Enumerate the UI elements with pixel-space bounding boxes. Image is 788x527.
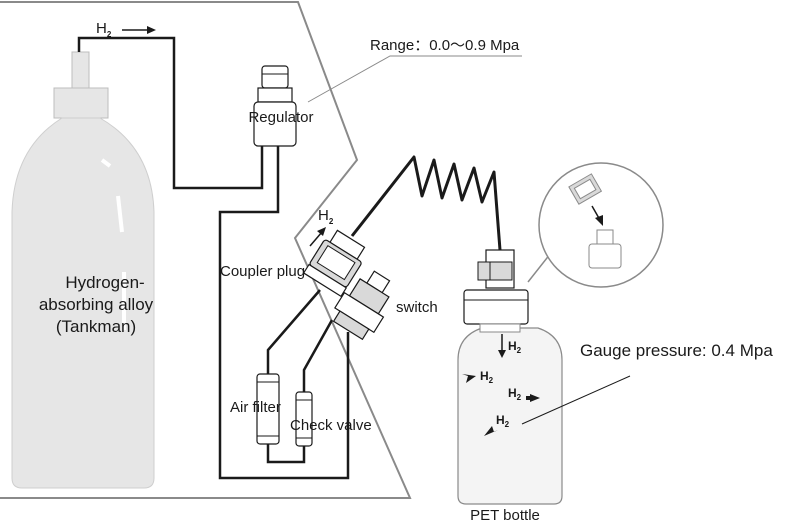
tank-label-line3: (Tankman) — [56, 317, 136, 336]
range-leader-line — [307, 55, 522, 103]
check-valve — [295, 391, 313, 447]
switch-valve — [332, 270, 391, 341]
h2-bottle-arrow-right-stem — [526, 396, 531, 400]
tube-switch-to-checkvalve — [302, 319, 334, 392]
tank-label-line1: Hydrogen- — [65, 273, 144, 292]
check-valve-label: Check valve — [290, 417, 372, 434]
zoom-bubble — [527, 162, 664, 288]
tube-filter-to-valve — [266, 444, 306, 464]
gauge-leader-line — [521, 375, 631, 425]
h2-coupler-arrowhead — [317, 227, 326, 236]
tube-regulator-to-switch — [218, 146, 350, 480]
h2-top-label: H2 — [96, 20, 112, 39]
tank-label-line2: absorbing alloy — [39, 295, 154, 314]
air-filter — [256, 373, 280, 445]
coupler-plug-label: Coupler plug — [220, 263, 305, 280]
switch-label: switch — [396, 299, 438, 316]
range-label: Range：0.0〜0.9 Mpa — [370, 37, 520, 54]
h2-coupler-label: H2 — [318, 207, 334, 226]
coupler-plug — [302, 229, 366, 298]
cabinet-outline — [0, 0, 412, 499]
regulator-label: Regulator — [248, 109, 313, 126]
h2-bottle-label-b: H2 — [480, 369, 494, 385]
h2-bottle-label-a: H2 — [508, 339, 522, 355]
air-filter-label: Air filter — [230, 399, 281, 416]
tube-coupler-to-airfilter — [266, 289, 321, 374]
regulator — [253, 65, 297, 147]
h2-bottle-label-c: H2 — [508, 386, 522, 402]
pet-bottle-label: PET bottle — [470, 507, 540, 522]
h2-bottle-arrow-right — [530, 394, 540, 402]
pet-bottle — [457, 249, 563, 505]
gauge-pressure-label: Gauge pressure: 0.4 Mpa — [580, 341, 773, 360]
hydrogen-tank — [11, 51, 155, 489]
h2-bottle-label-d: H2 — [496, 413, 510, 429]
h2-coupler-arrow — [309, 231, 323, 247]
h2-top-arrowhead — [147, 26, 156, 34]
h2-bottle-arrowhead-down — [498, 350, 506, 358]
coil-tube — [350, 155, 502, 251]
h2-bottle-arrow-left — [462, 374, 476, 383]
tube-tank-to-regulator — [77, 36, 264, 190]
h2-bottle-arrow-downleft — [484, 426, 498, 436]
